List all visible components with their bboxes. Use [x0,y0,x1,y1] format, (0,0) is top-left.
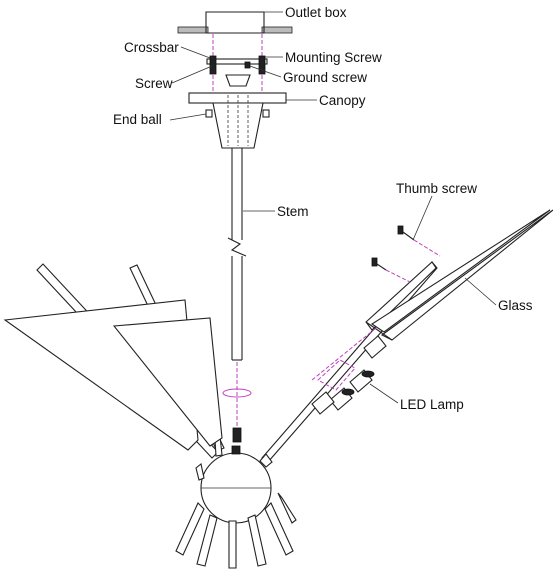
glass-panel-center [112,317,223,447]
led-lamp [311,335,387,415]
label-glass: Glass [498,298,533,313]
label-screw: Screw [135,76,173,91]
glass-panel-right-back [380,209,553,341]
rotation-arrow [222,362,252,428]
label-crossbar: Crossbar [124,40,179,55]
ceiling-hatch [177,26,293,34]
glass-panel-right [370,209,551,333]
label-outlet-box: Outlet box [285,5,347,20]
center-screw [232,427,242,443]
label-stem: Stem [277,204,309,219]
thumb-screw [371,225,441,283]
alignment-line [317,359,356,391]
leader-lines [169,11,497,404]
hickey [225,74,251,87]
outlet-box [205,11,265,34]
mounting-screw [209,55,266,75]
label-ground-screw: Ground screw [283,70,367,85]
stem [227,148,247,361]
end-ball [205,109,213,118]
label-led-lamp: LED Lamp [400,397,464,412]
canopy [188,92,287,104]
end-ball [262,109,270,118]
label-canopy: Canopy [319,93,366,108]
label-thumb-screw: Thumb screw [396,181,477,196]
lower-rods [175,453,297,569]
label-end-ball: End ball [113,112,162,127]
ground-screw [244,61,251,69]
label-mounting-screw: Mounting Screw [285,50,382,65]
crossbar [206,58,268,65]
